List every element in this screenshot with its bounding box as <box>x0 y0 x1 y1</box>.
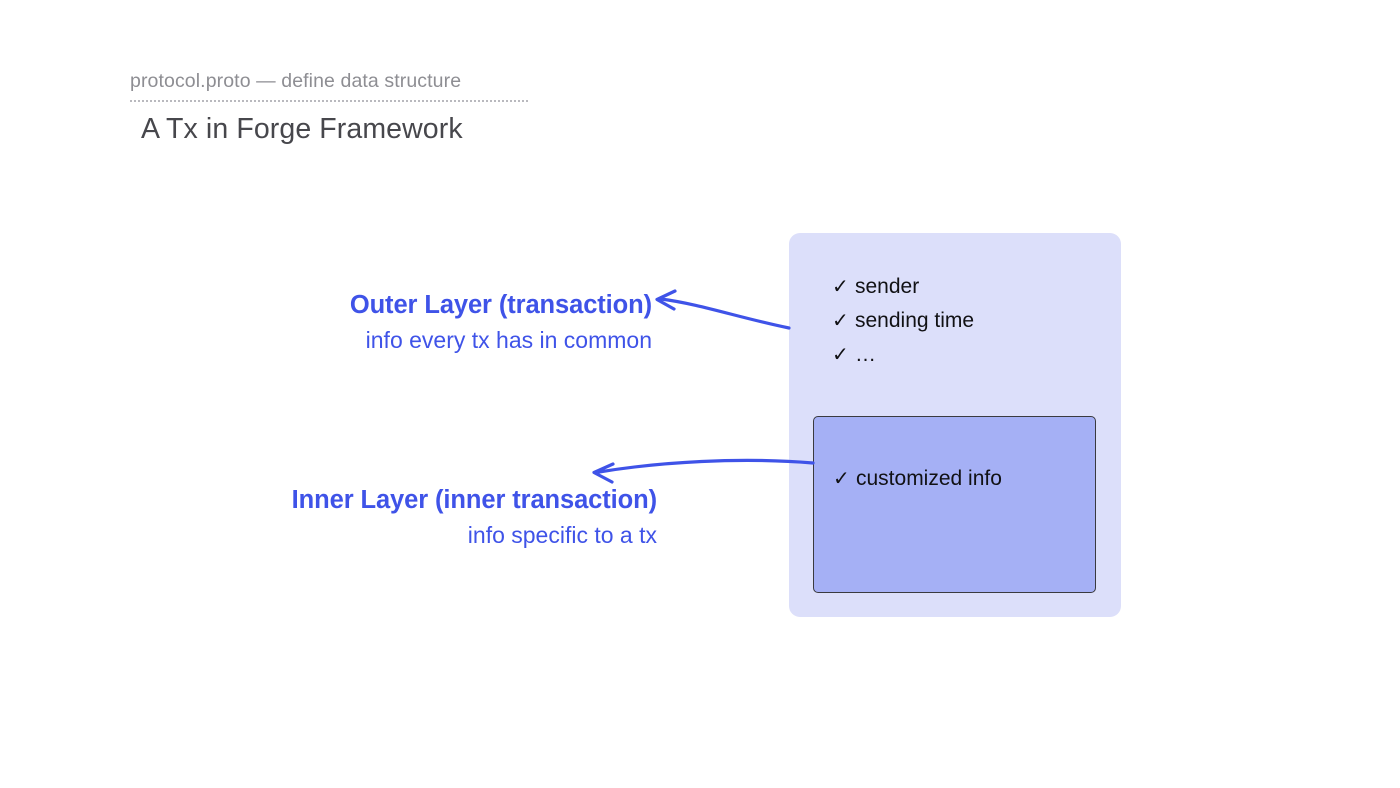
dotted-divider <box>130 98 528 102</box>
annotation-inner-headline: Inner Layer (inner transaction) <box>291 486 657 514</box>
outer-box-checklist: ✓ sender ✓ sending time ✓ … <box>832 270 974 372</box>
list-item: ✓ … <box>832 338 974 372</box>
list-item: ✓ sending time <box>832 304 974 338</box>
list-item: ✓ sender <box>832 270 974 304</box>
check-icon: ✓ <box>832 276 849 298</box>
annotation-inner-layer: Inner Layer (inner transaction) info spe… <box>196 485 657 550</box>
arrow-to-inner-layer <box>592 458 815 484</box>
page-title: A Tx in Forge Framework <box>141 113 463 145</box>
annotation-inner-subtext: info specific to a tx <box>467 522 657 548</box>
list-item: ✓ customized info <box>833 462 1002 496</box>
list-item-label: sender <box>855 275 920 298</box>
annotation-outer-layer: Outer Layer (transaction) info every tx … <box>271 290 652 355</box>
header-block: protocol.proto — define data structure A… <box>130 68 550 146</box>
eyebrow-text: protocol.proto — define data structure <box>130 70 462 92</box>
list-item-label: customized info <box>856 467 1002 490</box>
check-icon: ✓ <box>832 310 849 332</box>
annotation-outer-headline: Outer Layer (transaction) <box>349 291 652 319</box>
check-icon: ✓ <box>833 468 850 490</box>
list-item-label: sending time <box>855 309 975 332</box>
list-item-label: … <box>855 343 876 366</box>
annotation-outer-subtext: info every tx has in common <box>365 327 652 353</box>
arrow-to-outer-layer <box>655 289 791 330</box>
check-icon: ✓ <box>832 344 849 366</box>
inner-transaction-box: ✓ customized info <box>813 416 1096 593</box>
